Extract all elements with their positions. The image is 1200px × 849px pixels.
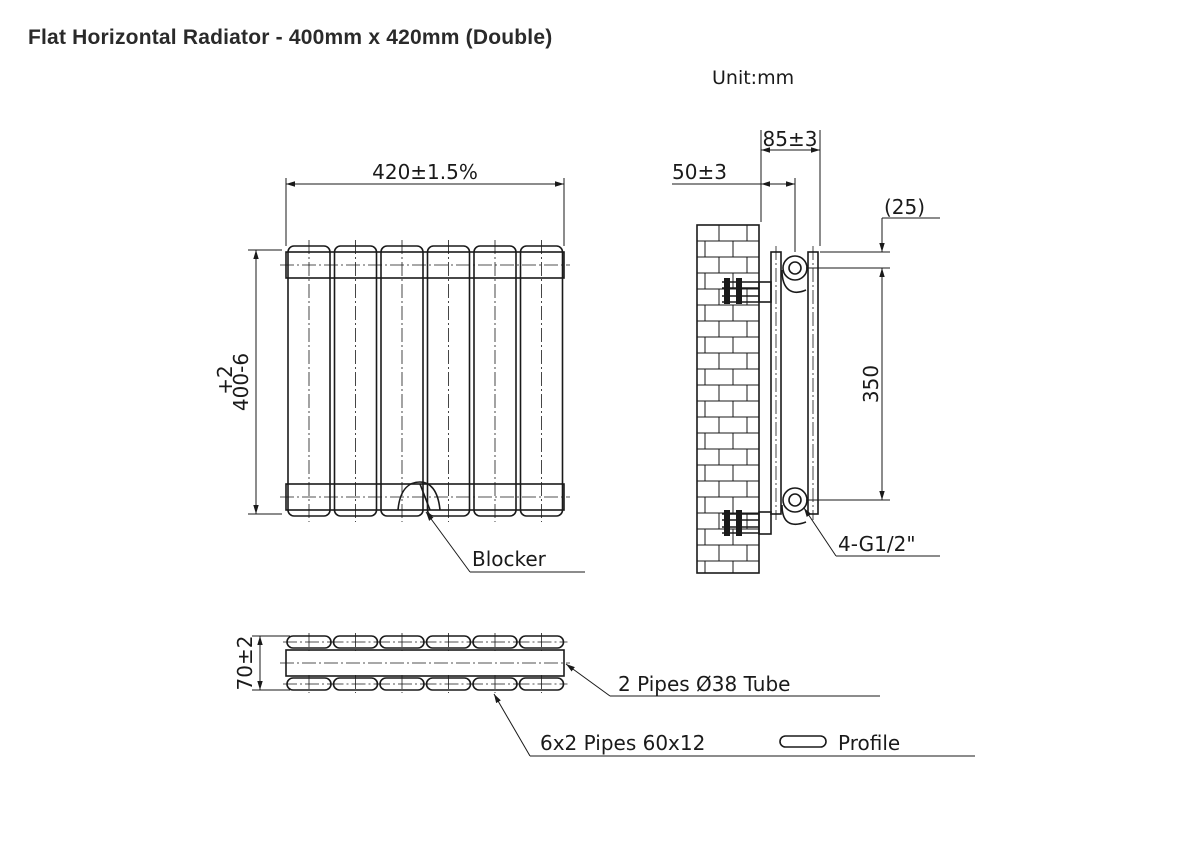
centers-dimension: 350 [859,365,883,403]
thickness-dimension: 70±2 [233,636,257,691]
wall [696,224,760,574]
blocker-mark [397,481,441,511]
brick-pattern [697,225,759,573]
page-title: Flat Horizontal Radiator - 400mm x 420mm… [28,26,553,49]
depth-dimension: 85±3 [763,127,818,151]
profile-tubes [283,633,568,693]
top-bracket [722,278,772,304]
blocker-label: Blocker [472,547,547,571]
height-dimension: 400-6 [229,353,253,411]
top-view: 70±2 2 Pipes Ø38 Tube 6x2 Pipes 60x12 Pr… [233,633,975,757]
radiator-columns [287,240,564,522]
wall-gap-dimension: 50±3 [672,160,727,184]
width-dimension: 420±1.5% [372,160,478,184]
bottom-connection [781,487,808,526]
tube-label: 2 Pipes Ø38 Tube [618,672,790,696]
profile-label-prefix: 6x2 Pipes 60x12 [540,731,705,755]
obround-profile-icon [779,735,827,748]
unit-label: Unit:mm [712,67,794,89]
offset-dimension: (25) [884,195,925,219]
top-connection [781,255,808,294]
connection-label: 4-G1/2" [838,532,916,556]
height-tolerance: +2 [213,365,237,394]
side-view: 85±3 50±3 (25) 350 4-G1/2" [672,127,940,574]
front-view: 420±1.5% +2 400-6 Blocker [213,160,585,573]
bottom-bracket [722,510,772,536]
profile-label-suffix: Profile [838,731,900,755]
